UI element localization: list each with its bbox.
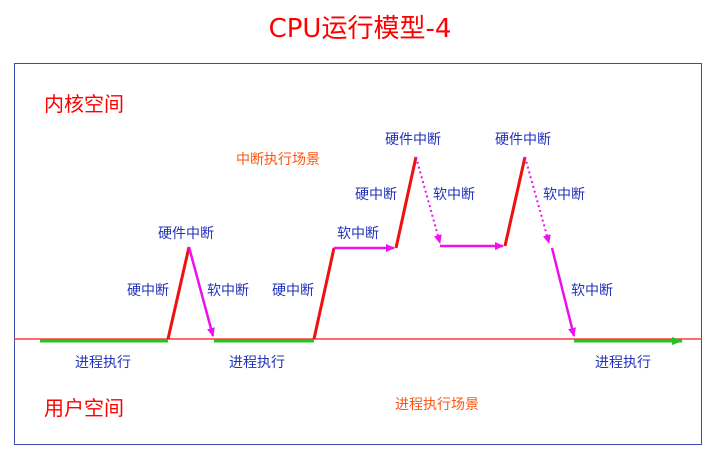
label-process-run-2: 进程执行 (229, 355, 285, 371)
kernel-space-label: 内核空间 (44, 92, 124, 116)
label-soft-irq-4: 软中断 (543, 187, 585, 203)
hard-irq-edge-2 (312, 247, 336, 340)
label-hard-irq-short-3: 硬中断 (355, 187, 397, 203)
label-hard-irq-3: 硬件中断 (495, 132, 551, 148)
label-soft-irq-3: 软中断 (433, 187, 475, 203)
scene-process-label: 进程执行场景 (395, 397, 479, 413)
label-soft-irq-2: 软中断 (337, 226, 379, 242)
label-hard-irq-2: 硬件中断 (385, 132, 441, 148)
label-process-run-3: 进程执行 (595, 355, 651, 371)
hard-irq-edge-1 (166, 246, 191, 340)
label-hard-irq-short-2: 硬中断 (272, 283, 314, 299)
label-hard-irq-short-1: 硬中断 (127, 283, 169, 299)
soft-irq-edge-final (550, 247, 576, 337)
page-title: CPU运行模型-4 (268, 14, 452, 44)
label-soft-irq-5: 软中断 (571, 283, 613, 299)
soft-irq-edge-1 (187, 246, 215, 337)
label-soft-irq-1: 软中断 (207, 283, 249, 299)
scene-interrupt-label: 中断执行场景 (236, 152, 320, 168)
hard-irq-edge-4 (503, 156, 527, 247)
hard-irq-edge-3 (394, 156, 418, 249)
user-space-label: 用户空间 (44, 396, 124, 420)
diagram-frame (14, 63, 702, 445)
label-process-run-1: 进程执行 (75, 355, 131, 371)
label-hard-irq-1: 硬件中断 (158, 226, 214, 242)
